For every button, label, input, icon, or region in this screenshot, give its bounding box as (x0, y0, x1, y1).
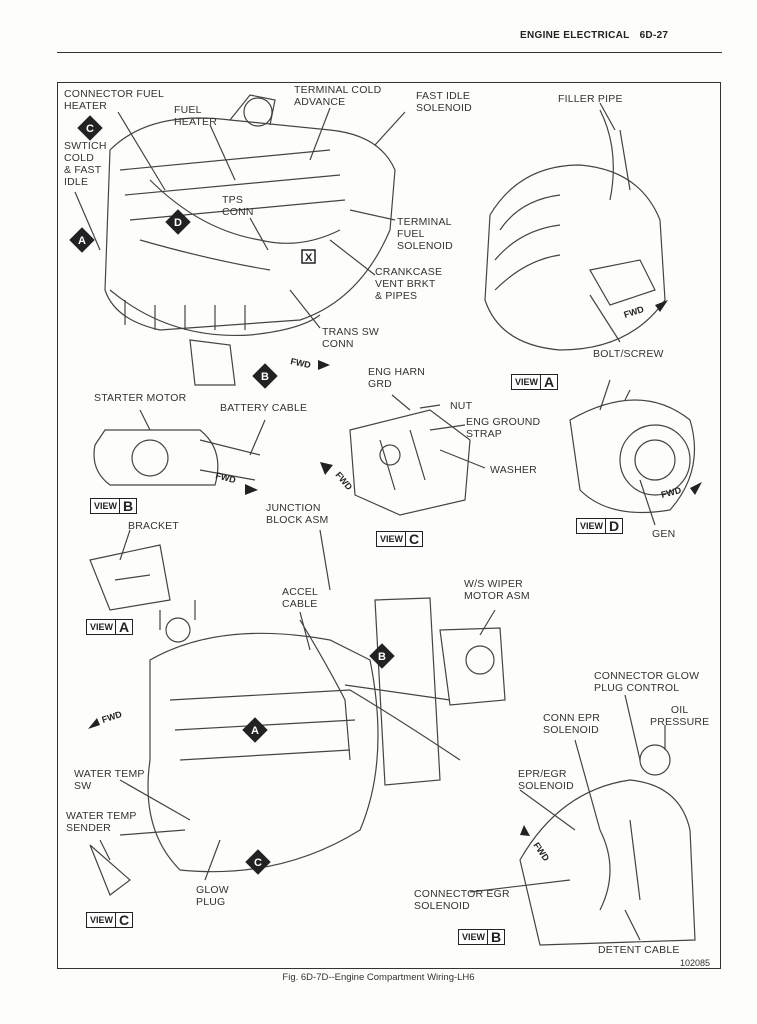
label-washer: WASHER (490, 464, 537, 476)
view-letter: B (119, 498, 136, 514)
label-epr-egr-solenoid: EPR/EGR SOLENOID (518, 768, 574, 792)
transmission-view (484, 109, 666, 351)
fwd-label-7: FWD (531, 840, 551, 863)
label-detent-cable: DETENT CABLE (598, 944, 680, 956)
label-ws-wiper: W/S WIPER MOTOR ASM (464, 578, 530, 602)
label-connector-egr-solenoid: CONNECTOR EGR SOLENOID (414, 888, 510, 912)
tag-d-letter: D (174, 217, 182, 229)
page-number: 6D-27 (639, 30, 669, 41)
label-starter-motor: STARTER MOTOR (94, 392, 187, 404)
tag-b-letter: B (261, 371, 269, 383)
label-water-temp-sender: WATER TEMP SENDER (66, 810, 137, 834)
label-terminal-fuel-solenoid: TERMINAL FUEL SOLENOID (397, 216, 453, 252)
view-word: VIEW (380, 534, 404, 544)
label-accel-cable: ACCEL CABLE (282, 586, 319, 610)
label-connector-fuel-heater: CONNECTOR FUEL HEATER (64, 88, 165, 112)
label-glow-plug: GLOW PLUG (196, 884, 229, 908)
view-letter: D (605, 518, 622, 534)
view-letter: A (540, 374, 557, 390)
view-letter: C (115, 912, 132, 928)
view-letter: C (405, 531, 422, 547)
label-fast-idle-solenoid: FAST IDLE SOLENOID (416, 90, 472, 114)
figure-caption: Fig. 6D-7D--Engine Compartment Wiring-LH… (282, 972, 475, 983)
view-tags: C D A B X B A C (69, 115, 395, 875)
tag-a-letter: A (78, 235, 86, 247)
view-word: VIEW (90, 915, 114, 925)
generator-view (569, 379, 696, 514)
label-bracket: BRACKET (128, 520, 179, 532)
ground-strap-view (349, 409, 471, 516)
fwd-label-4: FWD (333, 470, 354, 493)
label-crankcase-vent: CRANKCASE VENT BRKT & PIPES (375, 266, 443, 302)
view-word: VIEW (462, 932, 486, 942)
tag-c-letter: C (86, 123, 94, 135)
tag-b2-letter: B (378, 651, 386, 663)
label-fuel-heater: FUEL HEATER (174, 104, 218, 128)
tag-a2-letter: A (251, 725, 259, 737)
engine-top-left (104, 94, 396, 386)
label-battery-cable: BATTERY CABLE (220, 402, 308, 414)
tag-c2-letter: C (254, 857, 262, 869)
header-rule (57, 52, 722, 53)
wiper-panel (344, 597, 506, 786)
sender-drawing (89, 844, 131, 896)
fwd-label-2: FWD (623, 304, 646, 320)
egr-view (519, 744, 696, 946)
label-eng-ground-strap: ENG GROUND STRAP (466, 416, 541, 440)
starter-motor-view (93, 429, 261, 486)
section-title: ENGINE ELECTRICAL (520, 30, 630, 41)
label-tps-conn: TPS CONN (222, 194, 254, 218)
label-filler-pipe: FILLER PIPE (558, 93, 623, 105)
engine-bottom (147, 600, 379, 873)
label-junction-block: JUNCTION BLOCK ASM (266, 502, 329, 526)
tag-x-letter: X (305, 252, 313, 264)
view-word: VIEW (90, 622, 114, 632)
label-oil-pressure: OIL PRESSURE (650, 704, 710, 728)
label-nut: NUT (450, 400, 473, 412)
page-header: ENGINE ELECTRICAL 6D-27 (520, 30, 720, 41)
view-word: VIEW (580, 521, 604, 531)
label-trans-sw-conn: TRANS SW CONN (322, 326, 380, 350)
label-bolt-screw: BOLT/SCREW (593, 348, 664, 360)
fwd-label-6: FWD (101, 709, 124, 725)
label-conn-epr-solenoid: CONN EPR SOLENOID (543, 712, 601, 736)
label-switch-cold-fast-idle: SWTICH COLD & FAST IDLE (64, 140, 107, 188)
bracket-drawing (89, 544, 171, 611)
label-connector-glow-plug: CONNECTOR GLOW PLUG CONTROL (594, 670, 700, 694)
part-number: 102085 (680, 958, 711, 968)
view-word: VIEW (515, 377, 539, 387)
fwd-label-3: FWD (214, 470, 237, 485)
label-terminal-cold-advance: TERMINAL COLD ADVANCE (294, 84, 382, 108)
view-letter: A (115, 619, 132, 635)
fwd-label-1: FWD (290, 356, 313, 370)
view-letter: B (487, 929, 504, 945)
figure-frame (57, 82, 721, 969)
label-eng-harn-grd: ENG HARN GRD (368, 366, 426, 390)
view-word: VIEW (94, 501, 118, 511)
label-gen: GEN (652, 528, 676, 540)
label-water-temp-sw: WATER TEMP SW (74, 768, 145, 792)
